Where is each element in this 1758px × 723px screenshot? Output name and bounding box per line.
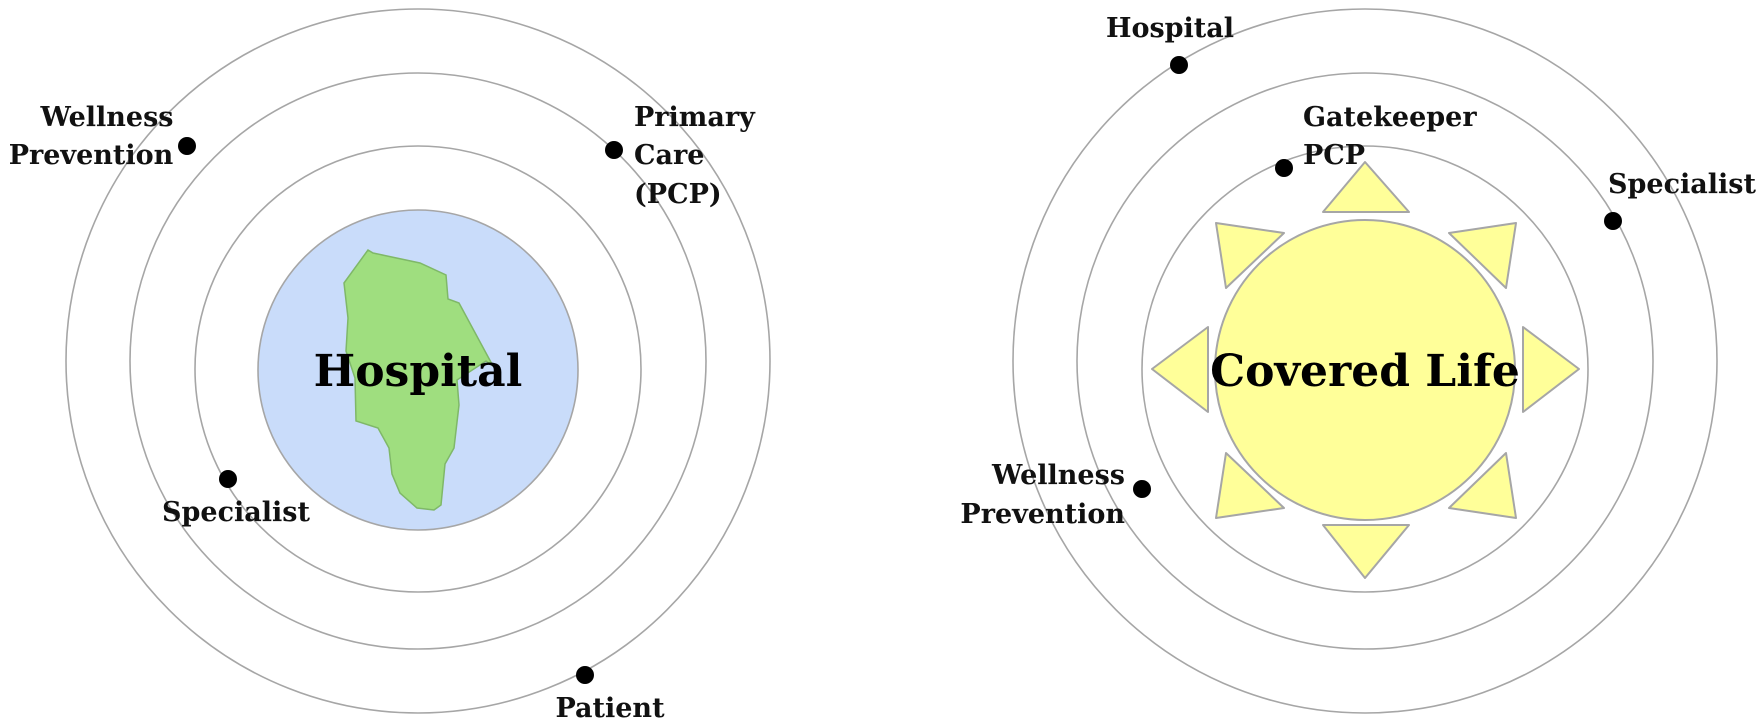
hospital-centered-diagram: Hospital Wellness Prevention Primary Car… <box>9 8 771 723</box>
node-label-specialist: Specialist <box>162 497 310 528</box>
sun-rays <box>1151 161 1580 579</box>
middle-orbit <box>1076 72 1654 650</box>
inner-orbit <box>194 145 642 593</box>
covered-life-center-circle <box>1214 219 1516 521</box>
covered-life-centered-diagram: Covered Life Hospital Gatekeeper PCP Spe… <box>960 8 1756 714</box>
node-label-prevention: Prevention <box>960 499 1125 530</box>
outer-orbit <box>65 8 771 714</box>
sun-ray-bottom-right-icon <box>1448 452 1517 519</box>
middle-orbit <box>129 72 707 650</box>
node-label-pcp: (PCP) <box>634 179 722 210</box>
node-dot-gatekeeper-pcp <box>1275 159 1293 177</box>
node-label-gatekeeper: Gatekeeper <box>1303 102 1477 133</box>
node-dot-hospital <box>1170 56 1188 74</box>
sun-ray-right-icon <box>1522 326 1580 413</box>
sun-ray-left-icon <box>1151 326 1209 413</box>
node-dot-specialist <box>1604 212 1622 230</box>
node-label-pcp: PCP <box>1303 140 1365 171</box>
center-label: Covered Life <box>1210 346 1520 397</box>
node-label-specialist: Specialist <box>1608 169 1756 200</box>
node-label-primary: Primary <box>634 102 756 133</box>
sun-ray-top-icon <box>1322 161 1410 213</box>
outer-orbit <box>1012 8 1718 714</box>
center-label: Hospital <box>314 346 523 397</box>
node-label-prevention: Prevention <box>9 140 174 171</box>
inner-orbit <box>1141 145 1589 593</box>
node-label-care: Care <box>634 140 704 171</box>
node-dot-primary-care <box>605 141 623 159</box>
sun-ray-top-right-icon <box>1448 222 1517 289</box>
landmass-icon <box>343 249 494 511</box>
node-label-patient: Patient <box>555 693 665 723</box>
node-label-wellness: Wellness <box>991 460 1125 491</box>
node-dot-wellness-prevention <box>178 137 196 155</box>
node-dot-wellness-prevention <box>1133 480 1151 498</box>
node-dot-patient <box>576 666 594 684</box>
node-label-wellness: Wellness <box>39 102 173 133</box>
sun-ray-bottom-icon <box>1322 524 1410 579</box>
node-dot-specialist <box>219 470 237 488</box>
sun-ray-top-left-icon <box>1215 222 1285 289</box>
sun-ray-bottom-left-icon <box>1215 452 1285 519</box>
node-label-hospital: Hospital <box>1106 13 1234 44</box>
